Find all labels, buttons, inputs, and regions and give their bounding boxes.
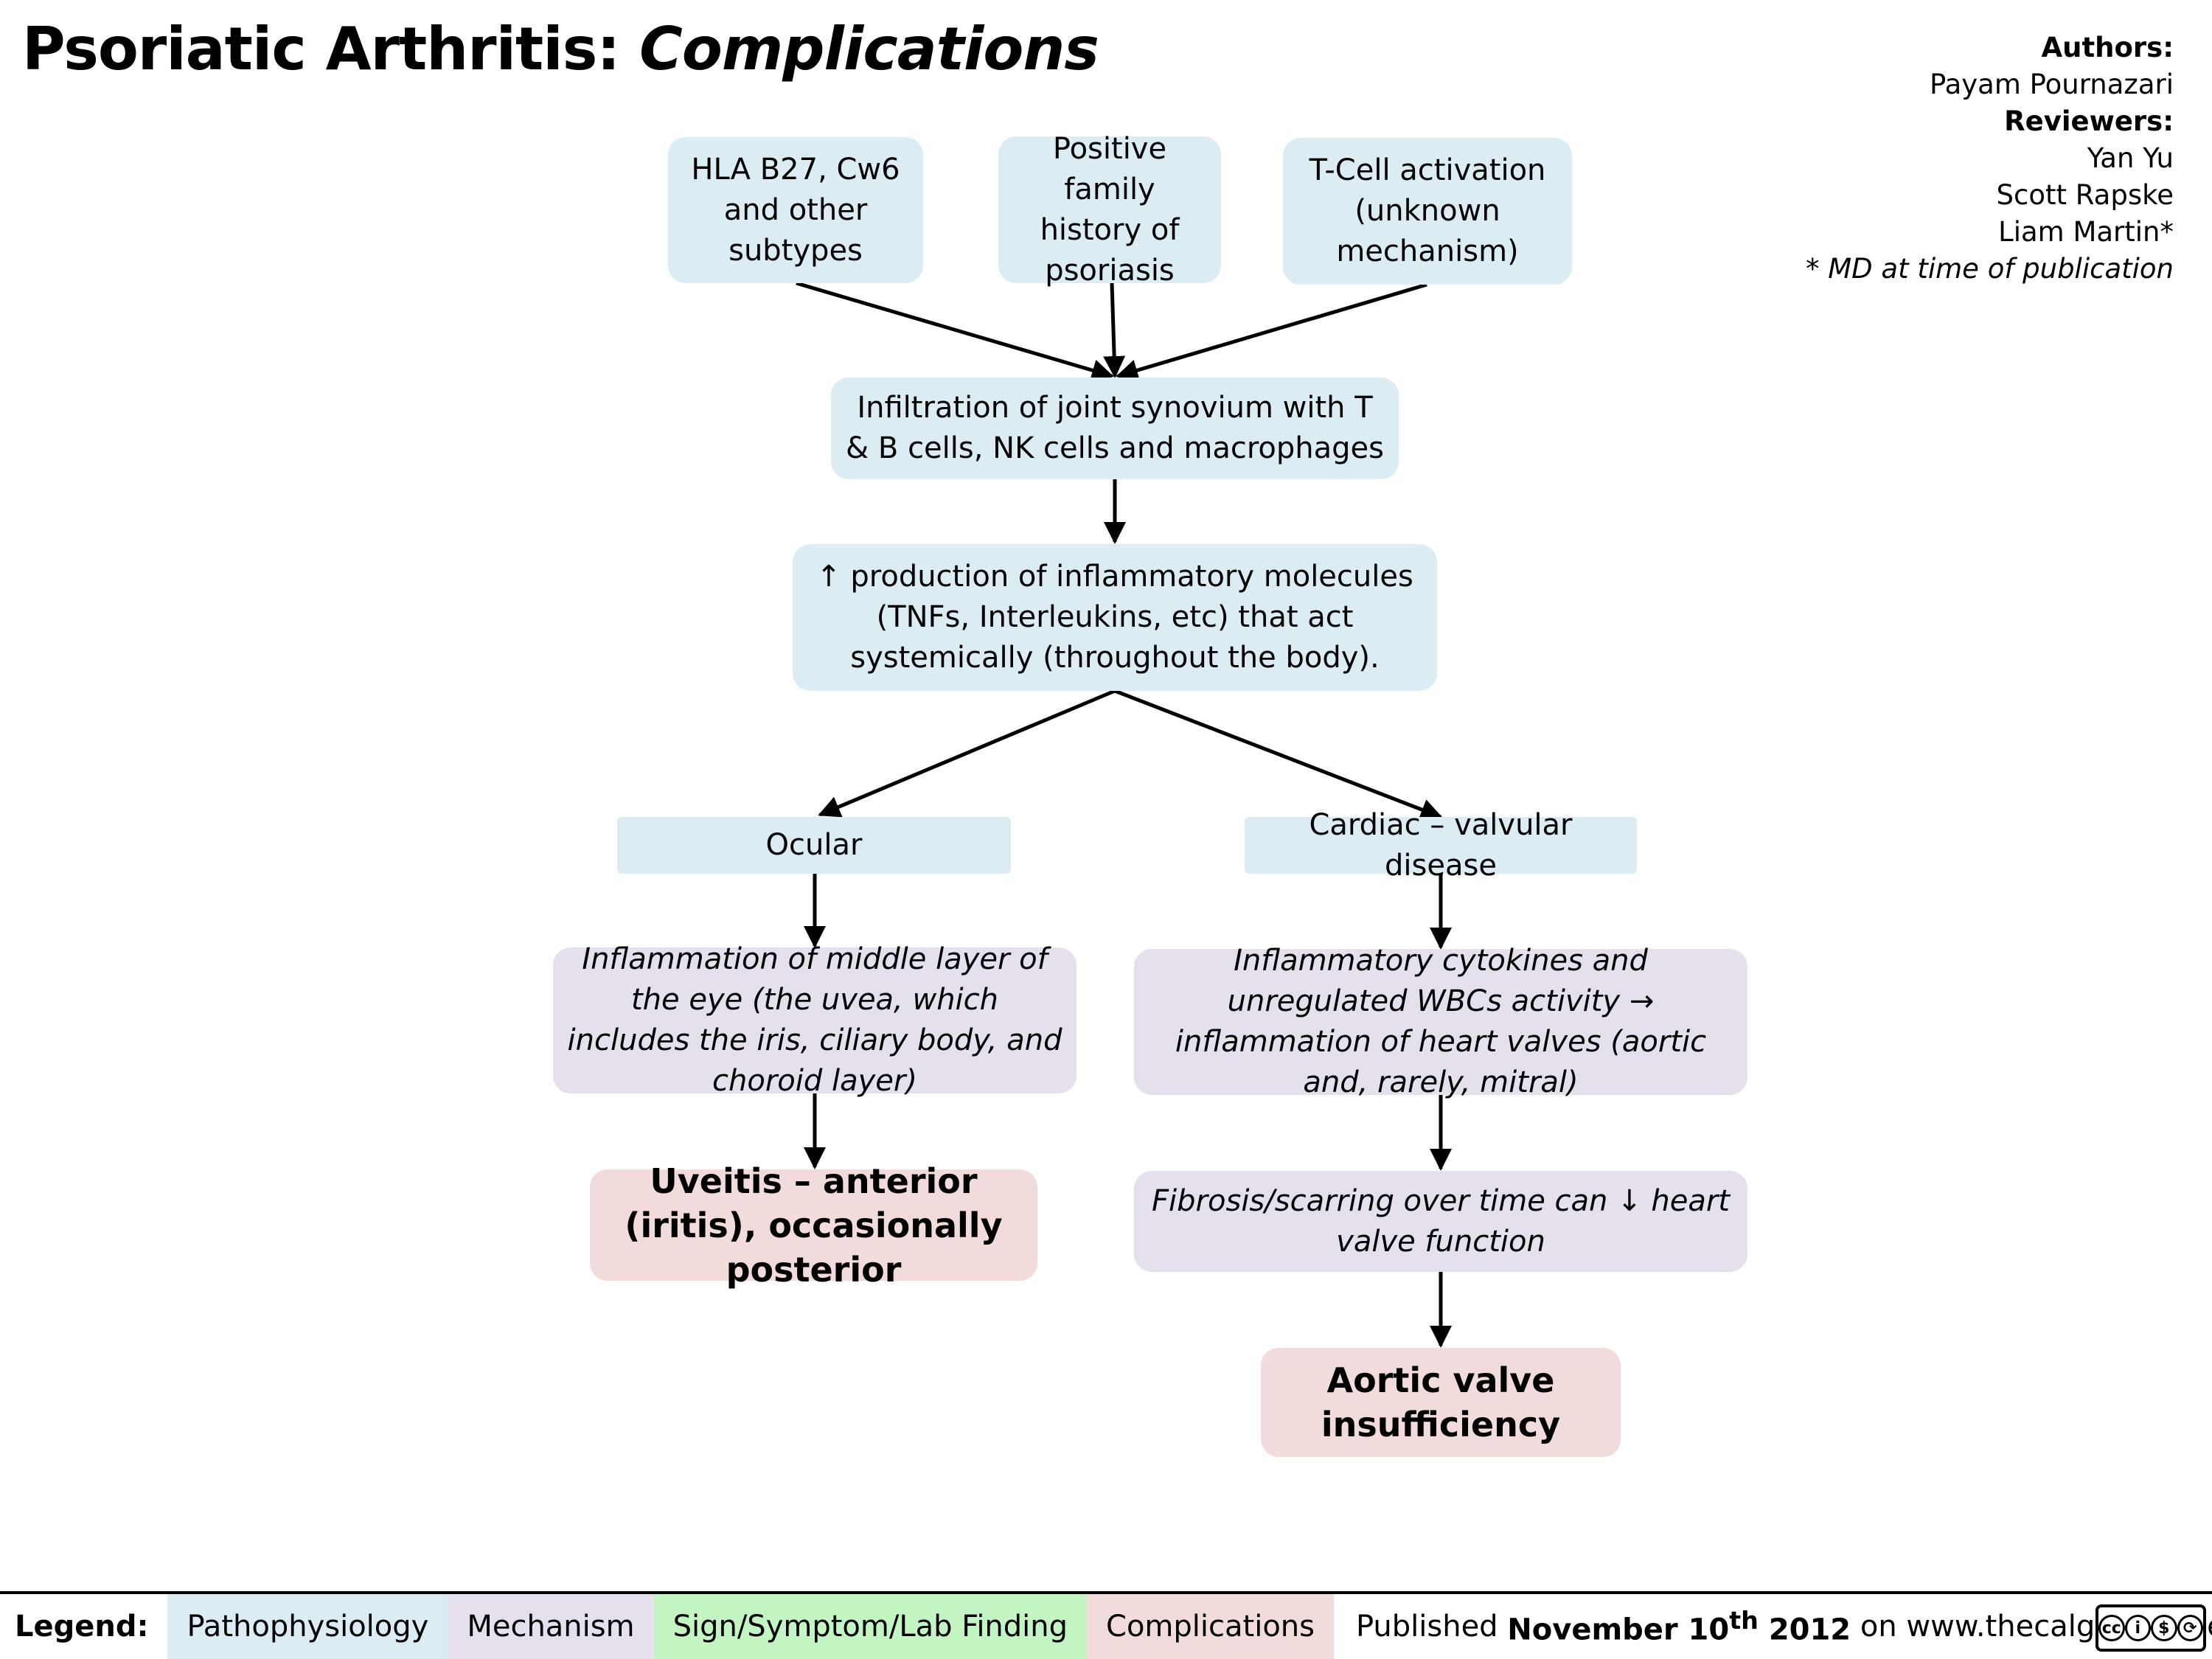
node-inflammatory-production: ↑ production of inflammatory molecules (…: [793, 544, 1437, 691]
node-cytokines: Inflammatory cytokines and unregulated W…: [1134, 944, 1747, 1099]
published-prefix: Published: [1355, 1610, 1498, 1644]
page-title: Psoriatic Arthritis: Complications: [22, 15, 1099, 83]
reviewer-name: Scott Rapske: [1996, 179, 2174, 211]
arrow-production-to-cardiac: [1114, 689, 1443, 821]
legend-complications: Complications: [1087, 1594, 1334, 1659]
published-year: 2012: [1768, 1613, 1851, 1647]
arrow-hla-to-infiltration: [796, 281, 1114, 381]
node-hla: HLA B27, Cw6 and other subtypes: [668, 137, 923, 283]
node-aortic-insufficiency: Aortic valve insufficiency: [1261, 1348, 1621, 1457]
published-note: Published November 10th 2012 on www.thec…: [1356, 1594, 2212, 1659]
legend-label: Legend:: [15, 1610, 149, 1644]
arrow-family-to-infiltration: [1103, 282, 1126, 378]
credits: Authors: Payam Pournazari Reviewers: Yan…: [1805, 29, 2174, 288]
author-name: Payam Pournazari: [1929, 69, 2174, 100]
node-fibrosis: Fibrosis/scarring over time can ↓ heart …: [1134, 1171, 1747, 1272]
legend-bar: Legend: Pathophysiology Mechanism Sign/S…: [0, 1591, 2212, 1659]
title-main: Psoriatic Arthritis:: [22, 15, 620, 83]
node-ocular: Ocular: [617, 817, 1011, 874]
arrow-tcell-to-infiltration: [1116, 282, 1427, 381]
node-uveitis: Uveitis – anterior (iritis), occasionall…: [590, 1161, 1037, 1290]
legend-mechanism: Mechanism: [448, 1594, 654, 1659]
reviewer-name: Liam Martin*: [1998, 216, 2174, 248]
node-cardiac: Cardiac – valvular disease: [1245, 808, 1637, 883]
published-date-suffix: th: [1729, 1606, 1759, 1635]
node-uvea-inflammation: Inflammation of middle layer of the eye …: [553, 942, 1077, 1098]
legend-sign-symptom: Sign/Symptom/Lab Finding: [653, 1594, 1088, 1659]
node-infiltration: Infiltration of joint synovium with T & …: [831, 378, 1399, 479]
title-sub: Complications: [639, 15, 1099, 83]
arrow-production-to-ocular: [818, 689, 1116, 818]
node-family-history: Positive family history of psoriasis: [998, 132, 1221, 288]
reviewer-name: Yan Yu: [2087, 142, 2174, 174]
published-date: November 10: [1507, 1613, 1730, 1647]
legend-pathophysiology: Pathophysiology: [167, 1594, 448, 1659]
authors-label: Authors:: [2041, 32, 2174, 63]
node-tcell-activation: T-Cell activation (unknown mechanism): [1283, 138, 1572, 285]
reviewers-label: Reviewers:: [2004, 105, 2174, 137]
credits-note: * MD at time of publication: [1805, 253, 2174, 285]
